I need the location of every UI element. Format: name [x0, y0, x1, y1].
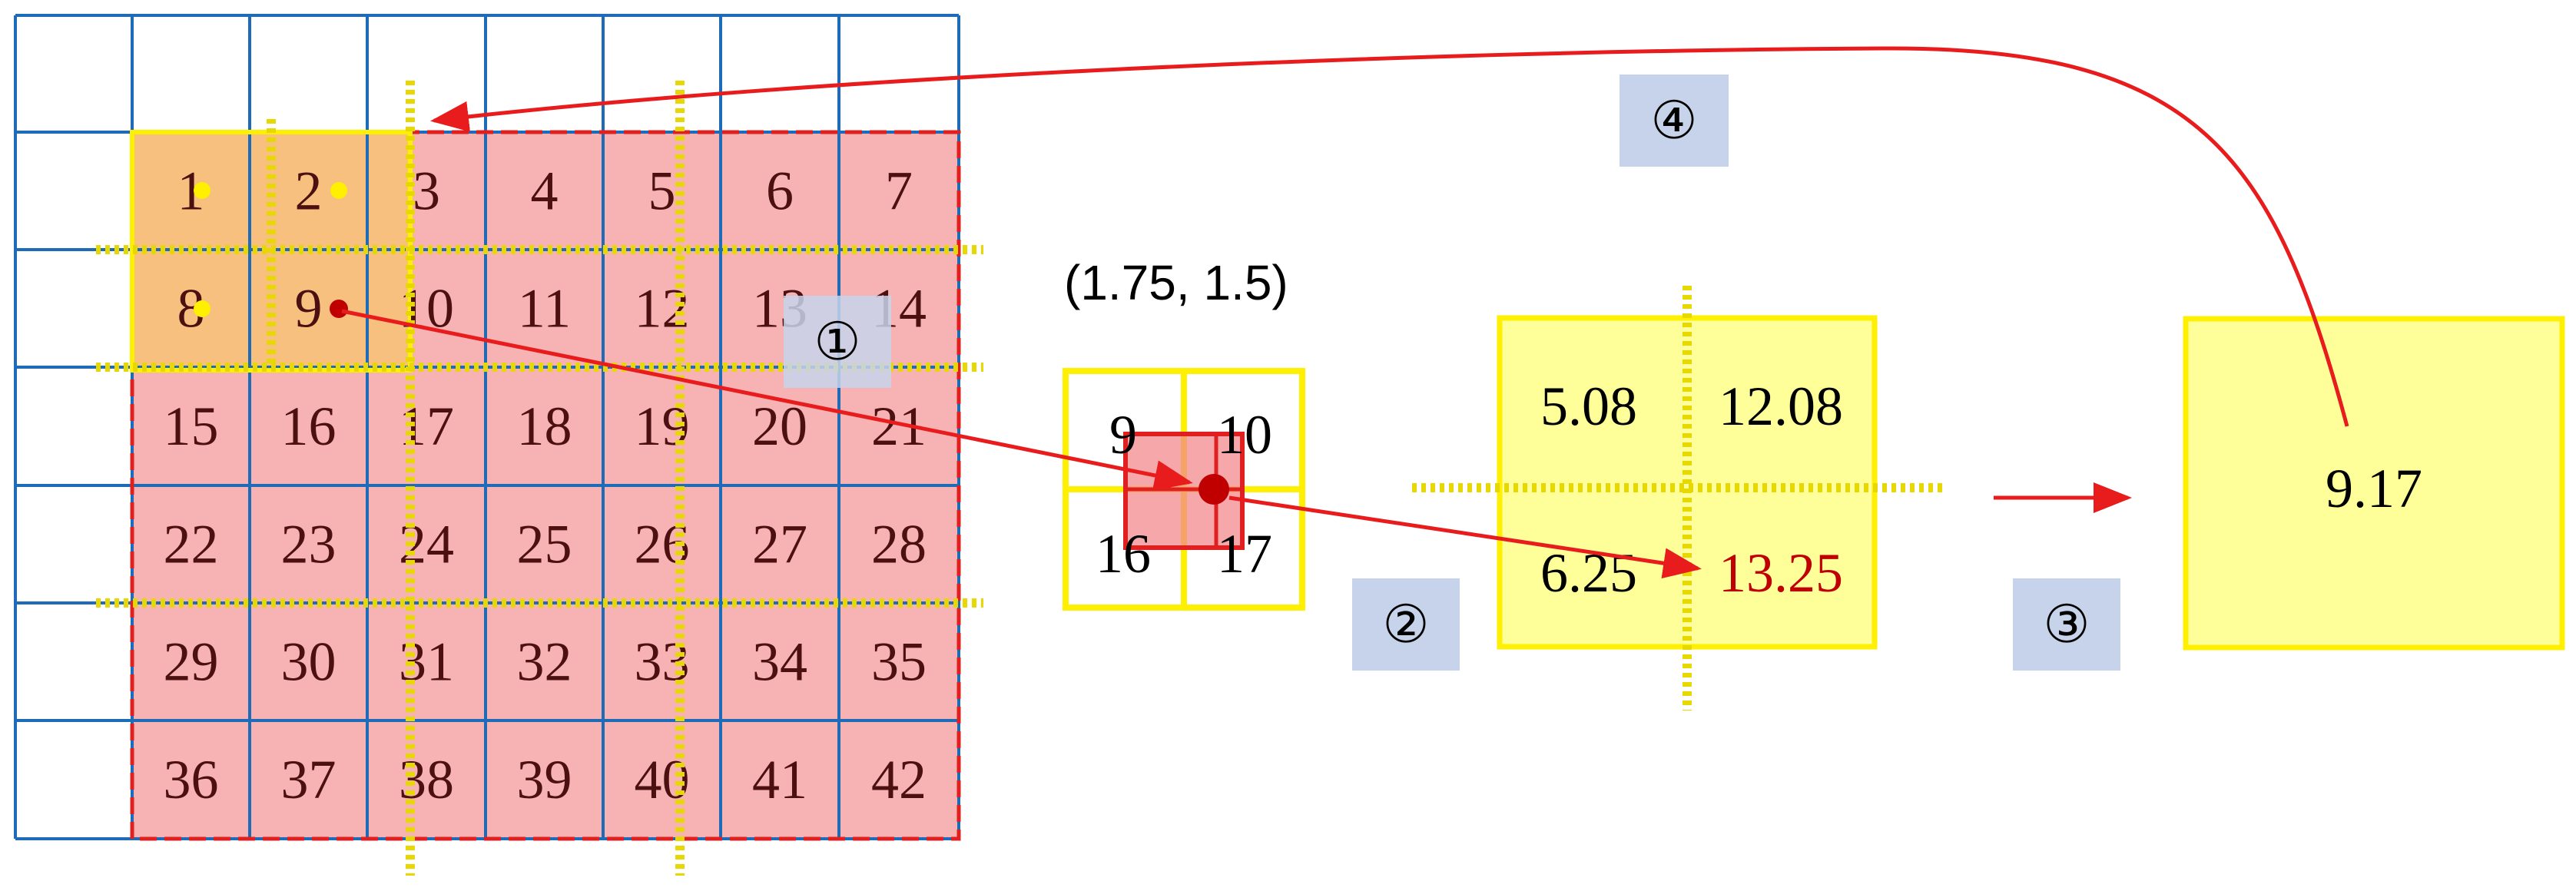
feature-cell-label: 32	[517, 631, 572, 693]
step-3-label: ③	[2044, 595, 2090, 655]
neighborhood-cell-label: 17	[1217, 523, 1272, 585]
feature-cell-label: 34	[752, 631, 807, 693]
feature-cell-label: 20	[752, 396, 807, 457]
sample-point	[194, 300, 211, 317]
bilinear-neighborhood: 9 10 16 17	[1063, 368, 1305, 611]
feature-cell-label: 35	[871, 631, 927, 693]
bin-value-label: 12.08	[1719, 376, 1843, 437]
arrow-loop-back	[430, 46, 2349, 427]
feature-cell-label: 25	[517, 514, 572, 575]
feature-cell-label: 6	[766, 161, 794, 222]
bin-value-label: 13.25	[1719, 542, 1843, 604]
feature-cell-label: 2	[295, 161, 323, 222]
step-2-label: ②	[1383, 595, 1430, 655]
bin-value-label: 5.08	[1540, 376, 1637, 437]
interpolated-point	[1198, 474, 1229, 505]
feature-cell-label: 7	[885, 161, 913, 222]
neighborhood-cells: 9 10 16 17	[1096, 404, 1272, 585]
neighborhood-cell-label: 16	[1096, 523, 1151, 585]
neighborhood-cell-label: 10	[1217, 404, 1272, 465]
arrow-to-neighborhood	[341, 309, 1193, 491]
arrow-to-bin-value	[1228, 495, 1702, 579]
step-1-badge	[784, 296, 891, 388]
pooled-box	[2183, 316, 2565, 651]
feature-cell-label: 3	[413, 161, 440, 222]
feature-cell-label: 30	[281, 631, 337, 693]
step-4-label: ④	[1651, 91, 1698, 151]
feature-cell-label: 9	[295, 278, 323, 340]
sample-coordinate: (1.75, 1.5)	[1064, 255, 1288, 310]
neighborhood-cell-label: 9	[1109, 404, 1137, 465]
step-1-label: ①	[814, 312, 861, 373]
focus-sample-point	[330, 300, 348, 318]
feature-cell-label: 5	[648, 161, 676, 222]
feature-cell-label: 11	[518, 278, 571, 340]
step-2-badge	[1352, 578, 1460, 671]
feature-cell-label: 4	[531, 161, 559, 222]
feature-cell-label: 36	[164, 749, 219, 810]
pooled-value: 9.17	[2326, 458, 2422, 519]
feature-cell-label: 23	[281, 514, 337, 575]
feature-cell-label: 37	[281, 749, 337, 810]
roi-border	[130, 130, 961, 841]
feature-cell-label: 22	[164, 514, 219, 575]
sample-point	[194, 182, 211, 199]
feature-cell-label: 28	[871, 514, 927, 575]
step-4-badge	[1620, 75, 1729, 167]
feature-cell-label: 15	[164, 396, 219, 457]
feature-cell-label: 42	[871, 749, 927, 810]
feature-cell-label: 29	[164, 631, 219, 693]
feature-cell-label: 27	[752, 514, 807, 575]
feature-cell-label: 18	[517, 396, 572, 457]
feature-cell-label: 16	[281, 396, 337, 457]
step-3-badge	[2013, 578, 2120, 671]
feature-cell-label: 39	[517, 749, 572, 810]
sample-point	[330, 182, 347, 199]
pooled-result: 9.17	[2183, 316, 2565, 651]
feature-cell-label: 41	[752, 749, 807, 810]
arrows	[341, 46, 2349, 579]
